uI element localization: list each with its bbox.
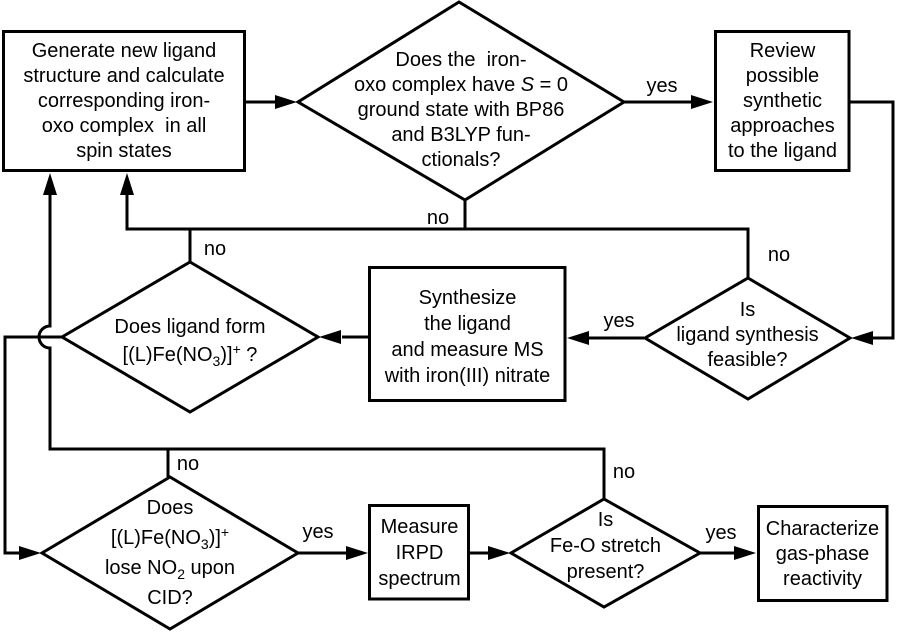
arrowhead-cid-no-into-generate <box>43 173 57 195</box>
arrowhead-into-characterize <box>734 546 756 560</box>
label-cid-yes: yes <box>302 521 334 543</box>
arrowhead-into-s0 <box>275 95 297 109</box>
box-measure-irpd <box>368 504 470 601</box>
label-feo-yes: yes <box>705 522 737 544</box>
edge-cid-feo-no-to-generate <box>37 194 606 498</box>
label-s0-yes: yes <box>646 75 678 97</box>
arrowhead-into-cid <box>19 546 41 560</box>
box-review-approaches <box>714 30 851 172</box>
arrowhead-into-synthesize <box>567 331 589 345</box>
arrowhead-into-review <box>691 95 713 109</box>
box-generate-ligand <box>2 30 246 172</box>
label-cid-no: no <box>176 453 200 475</box>
label-feasible-yes: yes <box>603 310 635 332</box>
label-feasible-no: no <box>767 244 791 266</box>
label-feo-no: no <box>612 461 636 483</box>
box-synthesize-ligand <box>368 266 567 402</box>
diamond-feo-stretch <box>508 497 704 609</box>
edge-no-merge-to-generate <box>125 194 750 278</box>
label-nitrate-no: no <box>203 238 227 260</box>
arrowhead-into-nitrate <box>319 330 341 344</box>
arrowhead-no-merge-into-generate <box>120 173 134 195</box>
label-s0-no: no <box>426 207 450 229</box>
edge-nitrate-yes-to-cid <box>3 335 62 555</box>
edge-review-to-feasible <box>850 100 895 340</box>
arrowhead-into-feo <box>488 546 510 560</box>
arrowhead-into-feasible <box>851 331 873 345</box>
diamond-ligand-forms-complex <box>59 260 321 414</box>
diamond-lose-no2-cid <box>39 475 301 631</box>
diamond-synthesis-feasible <box>642 276 853 401</box>
box-characterize-reactivity <box>757 505 889 602</box>
diamond-iron-oxo-s0 <box>295 0 627 202</box>
decision-ligand-forms-nitrate-complex: Does ligand form[(L)Fe(NO3)]+ ? <box>114 316 266 369</box>
arrowhead-into-irpd <box>346 546 368 560</box>
